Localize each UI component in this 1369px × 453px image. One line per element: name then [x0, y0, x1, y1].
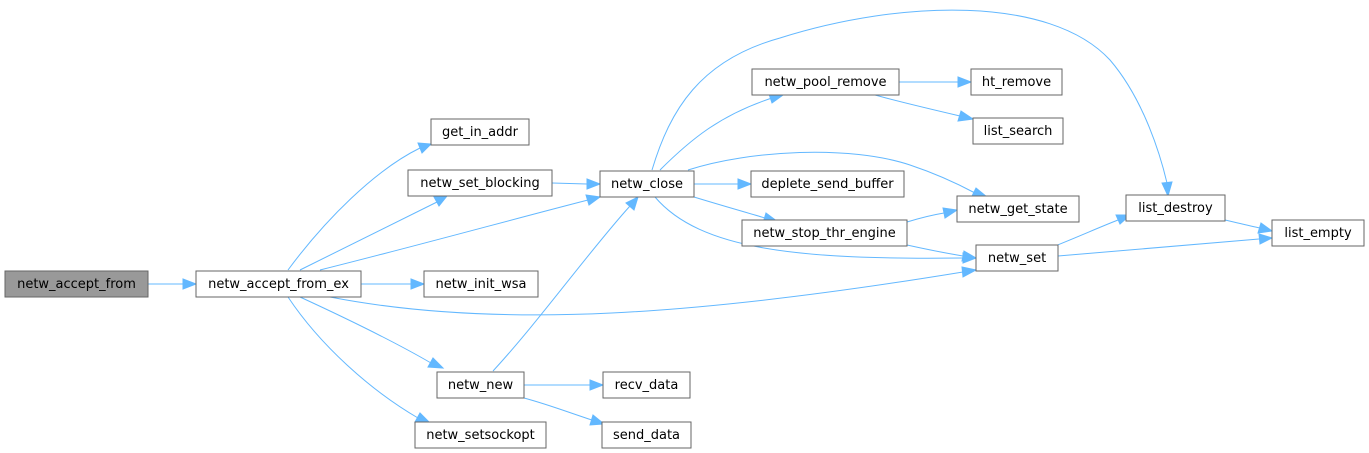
- edge-ex-to-netw-set: [329, 266, 978, 316]
- node-netw-stop-thr-engine[interactable]: netw_stop_thr_engine: [741, 219, 908, 247]
- edge-ex-to-close: [319, 194, 602, 271]
- node-netw-accept-from-ex[interactable]: netw_accept_from_ex: [195, 270, 362, 298]
- edge-close-to-stop-thr-engine: [693, 196, 780, 224]
- node-label: get_in_addr: [442, 125, 519, 140]
- edge-ex-to-get-in-addr: [287, 142, 433, 271]
- node-label: list_search: [984, 124, 1053, 139]
- node-label: netw_get_state: [968, 202, 1067, 217]
- node-label: deplete_send_buffer: [761, 177, 894, 192]
- edge-stop-thr-engine-to-netw-set: [906, 244, 978, 262]
- edge-close-to-deplete-send-buffer: [694, 178, 753, 190]
- edge-list-destroy-to-list-empty: [1224, 219, 1274, 234]
- node-netw-accept-from[interactable]: netw_accept_from: [4, 270, 149, 298]
- node-list-empty[interactable]: list_empty: [1271, 219, 1365, 247]
- node-netw-set-blocking[interactable]: netw_set_blocking: [407, 169, 553, 197]
- edge-ex-to-init-wsa: [361, 278, 426, 290]
- node-label: netw_set_blocking: [420, 176, 539, 191]
- edge-ex-to-netw-new: [299, 296, 445, 369]
- node-netw-pool-remove[interactable]: netw_pool_remove: [751, 68, 900, 96]
- node-label: netw_pool_remove: [764, 75, 886, 90]
- node-label: netw_init_wsa: [436, 277, 527, 292]
- edge-set-blocking-to-close: [551, 178, 602, 190]
- node-label: netw_accept_from: [17, 277, 136, 292]
- node-label: list_destroy: [1138, 201, 1213, 216]
- edge-pool-remove-to-list-search: [874, 94, 975, 122]
- edge-netw-new-to-recv-data: [524, 379, 605, 391]
- edge-stop-thr-engine-to-get-state: [906, 207, 959, 223]
- edge-netw-set-to-list-empty: [1057, 233, 1274, 257]
- node-list-search[interactable]: list_search: [972, 117, 1064, 145]
- node-netw-new[interactable]: netw_new: [436, 371, 525, 399]
- node-netw-close[interactable]: netw_close: [599, 170, 695, 198]
- node-label: ht_remove: [982, 75, 1051, 90]
- node-netw-get-state[interactable]: netw_get_state: [956, 195, 1080, 223]
- node-label: netw_accept_from_ex: [208, 277, 349, 292]
- node-get-in-addr[interactable]: get_in_addr: [430, 118, 530, 146]
- edge-ex-to-setsockopt: [287, 296, 432, 424]
- node-label: send_data: [613, 428, 680, 443]
- node-recv-data[interactable]: recv_data: [602, 371, 691, 399]
- node-label: netw_close: [611, 177, 683, 192]
- node-netw-set[interactable]: netw_set: [975, 244, 1059, 272]
- node-send-data[interactable]: send_data: [601, 421, 692, 449]
- node-deplete-send-buffer[interactable]: deplete_send_buffer: [750, 170, 905, 198]
- node-netw-setsockopt[interactable]: netw_setsockopt: [414, 421, 547, 449]
- edge-accept-from-to-accept-from-ex: [148, 278, 198, 290]
- node-label: list_empty: [1284, 226, 1352, 241]
- node-label: netw_set: [988, 251, 1046, 266]
- edge-pool-remove-to-ht-remove: [899, 76, 973, 88]
- node-netw-init-wsa[interactable]: netw_init_wsa: [423, 270, 539, 298]
- edge-netw-new-to-send-data: [523, 397, 606, 426]
- node-label: netw_setsockopt: [426, 428, 535, 443]
- edge-close-to-list-destroy: [651, 9, 1173, 198]
- node-label: netw_new: [448, 378, 514, 393]
- edge-close-to-pool-remove: [659, 93, 785, 171]
- node-ht-remove[interactable]: ht_remove: [970, 68, 1063, 96]
- node-label: netw_stop_thr_engine: [753, 226, 896, 241]
- edge-netw-new-to-close: [492, 196, 639, 372]
- node-list-destroy[interactable]: list_destroy: [1125, 194, 1226, 222]
- edge-ex-to-set-blocking: [299, 195, 449, 271]
- node-label: recv_data: [615, 378, 679, 393]
